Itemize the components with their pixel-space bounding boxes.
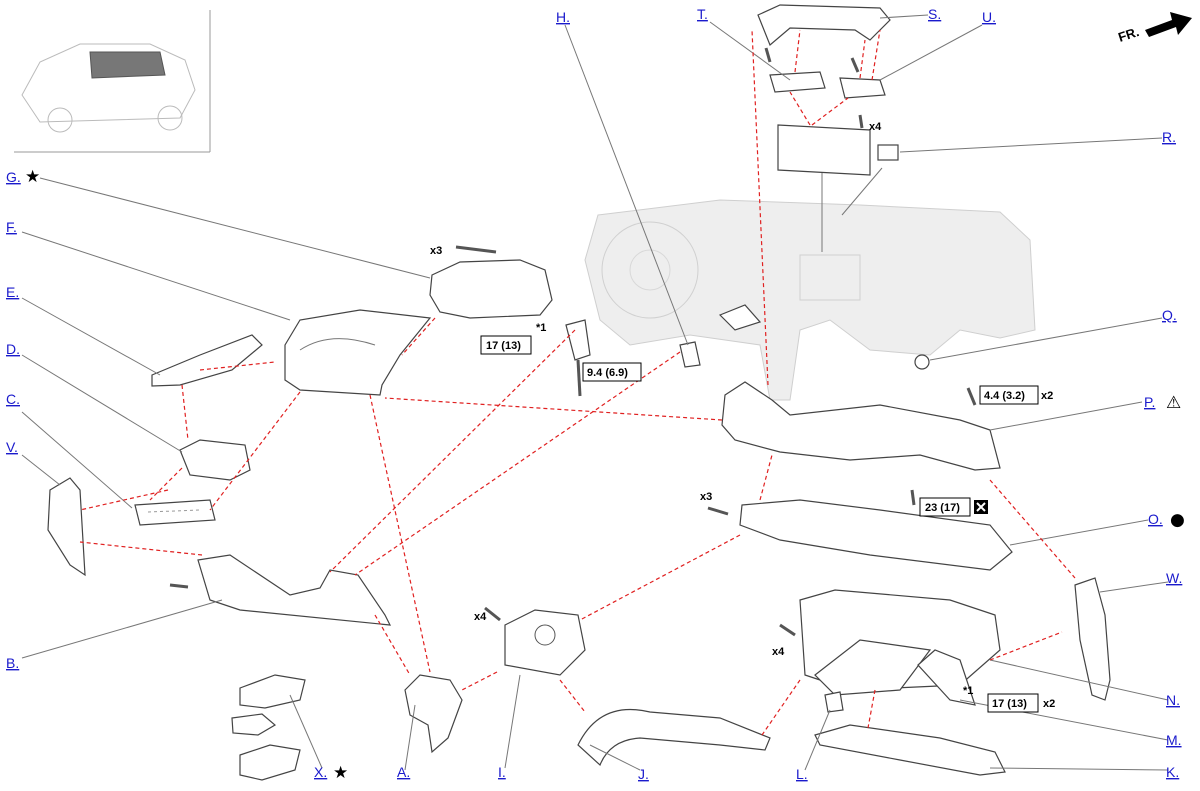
leader-lines (21, 14, 1169, 771)
part-bezel-s (757, 4, 891, 46)
vehicle-overview-inset (14, 10, 211, 153)
part-upper-panel-p (721, 381, 1001, 506)
callout-label-s[interactable]: S. (928, 6, 941, 22)
star-icon: ★ (25, 167, 40, 187)
callout-label-r[interactable]: R. (1162, 129, 1176, 145)
callout-label-i[interactable]: I. (498, 764, 506, 780)
callout-label-m[interactable]: M. (1166, 732, 1182, 748)
qty-marker: x3 (700, 491, 712, 503)
note-marker: *1 (536, 322, 546, 334)
callout-label-k[interactable]: K. (1166, 764, 1179, 780)
callout-labels: G.★ F. E. D. C. V. B. A. X.★ I. J. L. K.… (6, 6, 1185, 783)
callout-o: O. ● (1148, 510, 1185, 530)
front-arrow-icon (1145, 12, 1192, 37)
part-bracket-t (764, 47, 826, 93)
note-marker: *1 (963, 685, 973, 697)
part-bracket-u (839, 57, 886, 99)
instrument-panel-ghost (584, 167, 1036, 401)
callout-p: P. ⚠ (1144, 393, 1181, 413)
callout-label-x[interactable]: X. (314, 764, 327, 780)
torque-value: 9.4 (6.9) (587, 367, 628, 379)
callout-g: G.★ (6, 167, 40, 187)
qty-marker: x3 (430, 245, 442, 257)
quantity-markers: x3 x4 x2 x3 x4 x4 x2 (430, 121, 1055, 710)
callout-label-b[interactable]: B. (6, 655, 19, 671)
part-register-d (179, 439, 251, 481)
torque-box-3: 4.4 (3.2) (979, 385, 1039, 405)
torque-value: 4.4 (3.2) (984, 390, 1025, 402)
part-bracket-a (404, 674, 463, 754)
part-cluster-finish-panel (284, 309, 432, 396)
part-switch-c (134, 499, 216, 526)
part-side-panel-w (1074, 577, 1111, 701)
callout-label-o[interactable]: O. (1148, 511, 1163, 527)
part-clip-l (824, 691, 844, 713)
warning-icon: ⚠ (1166, 393, 1181, 413)
torque-value: 23 (17) (925, 502, 960, 514)
part-shift-panel-i (484, 606, 586, 676)
callout-label-u[interactable]: U. (982, 9, 996, 25)
front-label: FR. (1116, 24, 1141, 45)
callout-label-p[interactable]: P. (1144, 394, 1155, 410)
callout-label-d[interactable]: D. (6, 341, 20, 357)
callout-label-e[interactable]: E. (6, 284, 19, 300)
torque-box-5: *1 17 (13) (963, 685, 1039, 713)
torque-value: 17 (13) (486, 340, 521, 352)
callout-label-n[interactable]: N. (1166, 692, 1180, 708)
callout-label-l[interactable]: L. (796, 766, 808, 782)
torque-box-1: *1 17 (13) (480, 322, 546, 355)
callout-label-j[interactable]: J. (638, 766, 649, 782)
callout-label-f[interactable]: F. (6, 219, 17, 235)
callout-label-w[interactable]: W. (1166, 570, 1182, 586)
qty-marker: x2 (1043, 698, 1055, 710)
torque-specs: *1 17 (13) 9.4 (6.9) 4.4 (3.2) 23 (17) *… (480, 322, 1039, 713)
assembly-arrows (79, 29, 1076, 736)
qty-marker: x4 (474, 611, 487, 623)
part-side-panel-v (47, 477, 86, 577)
qty-marker: x4 (869, 121, 882, 133)
part-glovebox-m (779, 589, 1001, 706)
callout-label-g[interactable]: G. (6, 169, 21, 185)
callout-label-q[interactable]: Q. (1162, 307, 1177, 323)
callout-label-t[interactable]: T. (697, 6, 708, 22)
filled-circle-icon: ● (1170, 510, 1185, 530)
qty-marker: x4 (772, 646, 785, 658)
callout-label-a[interactable]: A. (397, 764, 410, 780)
part-meter-assembly (429, 245, 553, 319)
part-lower-cover-k (814, 724, 1006, 776)
callout-label-c[interactable]: C. (6, 391, 20, 407)
part-bracket-h (565, 304, 762, 397)
part-sensor-q (914, 354, 930, 370)
part-lower-panel-b (169, 554, 392, 626)
part-display-r (777, 114, 899, 176)
front-indicator: FR. (1116, 12, 1192, 45)
callout-x: X. ★ (314, 763, 348, 783)
torque-value: 17 (13) (992, 698, 1027, 710)
part-console-j (577, 708, 771, 767)
torque-box-2: 9.4 (6.9) (582, 362, 642, 382)
part-key-x (231, 674, 306, 781)
part-side-register-upper (151, 334, 263, 387)
torque-box-4: 23 (17) (919, 497, 988, 517)
callout-label-v[interactable]: V. (6, 439, 18, 455)
star-icon: ★ (333, 763, 348, 783)
callout-label-h[interactable]: H. (556, 9, 570, 25)
qty-marker: x2 (1041, 390, 1053, 402)
part-center-register-o (707, 499, 1013, 571)
